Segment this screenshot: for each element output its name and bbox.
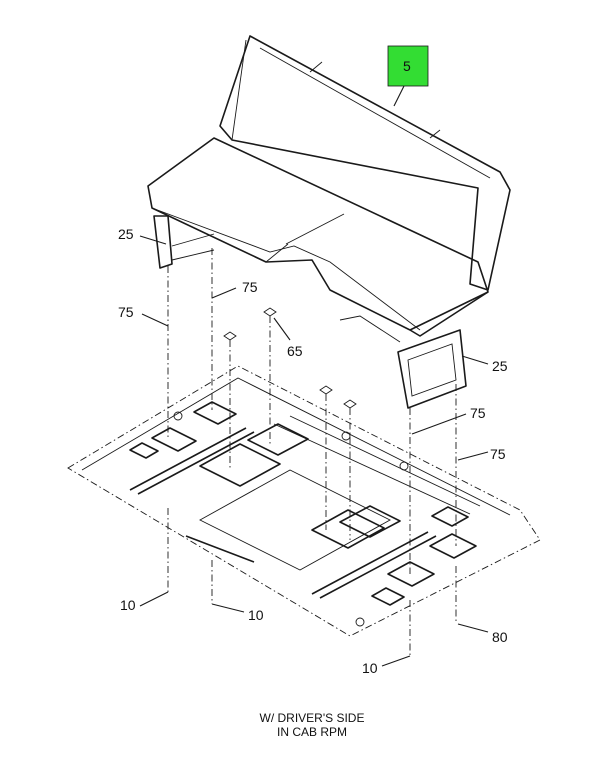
callout-10-b[interactable]: 10: [248, 607, 264, 623]
bench-seat: [147, 35, 511, 409]
assembly-lines: [167, 248, 457, 656]
callout-25-right[interactable]: 25: [492, 358, 508, 374]
callout-75-right-b[interactable]: 75: [490, 446, 506, 462]
caption-line-1: W/ DRIVER'S SIDE: [260, 711, 365, 725]
callout-75-mid[interactable]: 75: [242, 279, 258, 295]
floor-pan: [67, 365, 541, 637]
callout-10-a[interactable]: 10: [120, 597, 136, 613]
highlight-box: [387, 45, 429, 87]
pad-items: [223, 307, 357, 409]
callout-5[interactable]: 5: [403, 58, 411, 74]
callout-80[interactable]: 80: [492, 629, 508, 645]
callout-75-right-a[interactable]: 75: [470, 405, 486, 421]
leader-lines: [139, 85, 489, 667]
caption-line-2: IN CAB RPM: [277, 725, 347, 739]
callout-75-left[interactable]: 75: [118, 304, 134, 320]
callout-25-left[interactable]: 25: [118, 226, 134, 242]
callout-65[interactable]: 65: [287, 343, 303, 359]
callout-10-c[interactable]: 10: [362, 660, 378, 676]
